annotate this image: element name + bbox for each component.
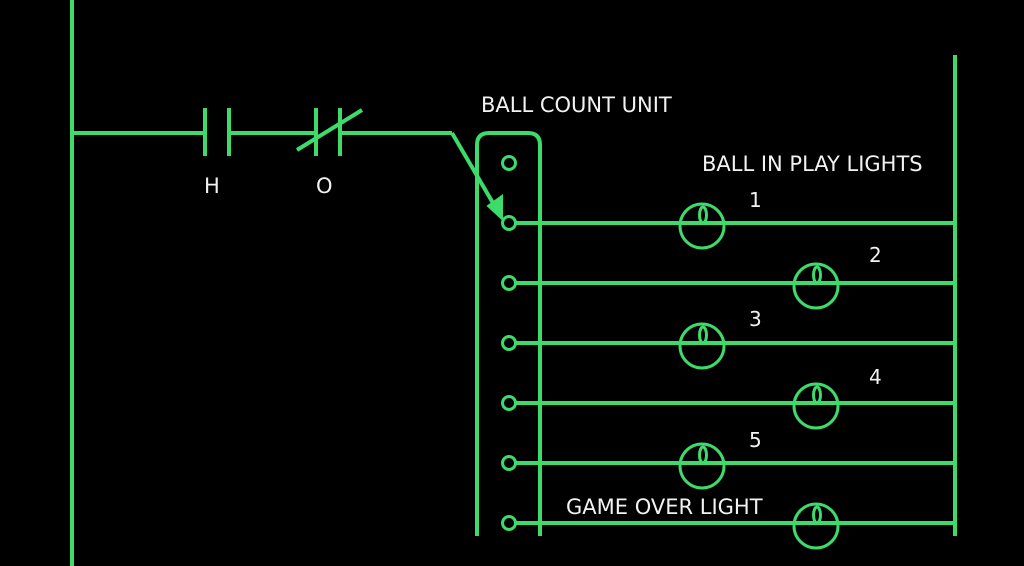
game-over-light-lamp-icon [792,502,840,550]
lamp-globe [792,382,840,430]
lamp-filament [812,385,822,405]
light-1-label: 1 [749,188,762,212]
step-terminal [501,275,517,291]
light-5-label: 5 [749,428,762,452]
lamp-globe [678,202,726,250]
step-terminal [501,455,517,471]
lamp-filament [698,205,708,225]
step-terminal [501,395,517,411]
step-terminal [501,215,517,231]
wiper-arrow-icon [486,194,503,222]
contact-h-label: H [204,174,220,198]
light-4-label: 4 [869,365,882,389]
ball-in-play-light-4-lamp-icon [792,382,840,430]
ball-in-play-light-1-lamp-icon [678,202,726,250]
ball-in-play-light-3-lamp-icon [678,322,726,370]
lamp-globe [678,322,726,370]
ball-count-unit-label: BALL COUNT UNIT [481,93,672,117]
light-3-label: 3 [749,307,762,331]
game-over-light-label: GAME OVER LIGHT [566,495,763,519]
ball-in-play-lights-label: BALL IN PLAY LIGHTS [702,152,923,176]
step-terminal [501,335,517,351]
step-terminal [501,515,517,531]
lamp-filament [698,325,708,345]
lamp-filament [698,445,708,465]
contact-h-normally-open [203,108,231,156]
lamp-filament [812,505,822,525]
lamp-globe [792,262,840,310]
lamp-globe [678,442,726,490]
light-2-label: 2 [869,243,882,267]
ball-in-play-light-5-lamp-icon [678,442,726,490]
ball-in-play-light-2-lamp-icon [792,262,840,310]
lamp-globe [792,502,840,550]
step-terminal [501,155,517,171]
lamp-filament [812,265,822,285]
ball-count-unit-box [475,131,542,536]
contact-o-label: O [316,174,333,198]
